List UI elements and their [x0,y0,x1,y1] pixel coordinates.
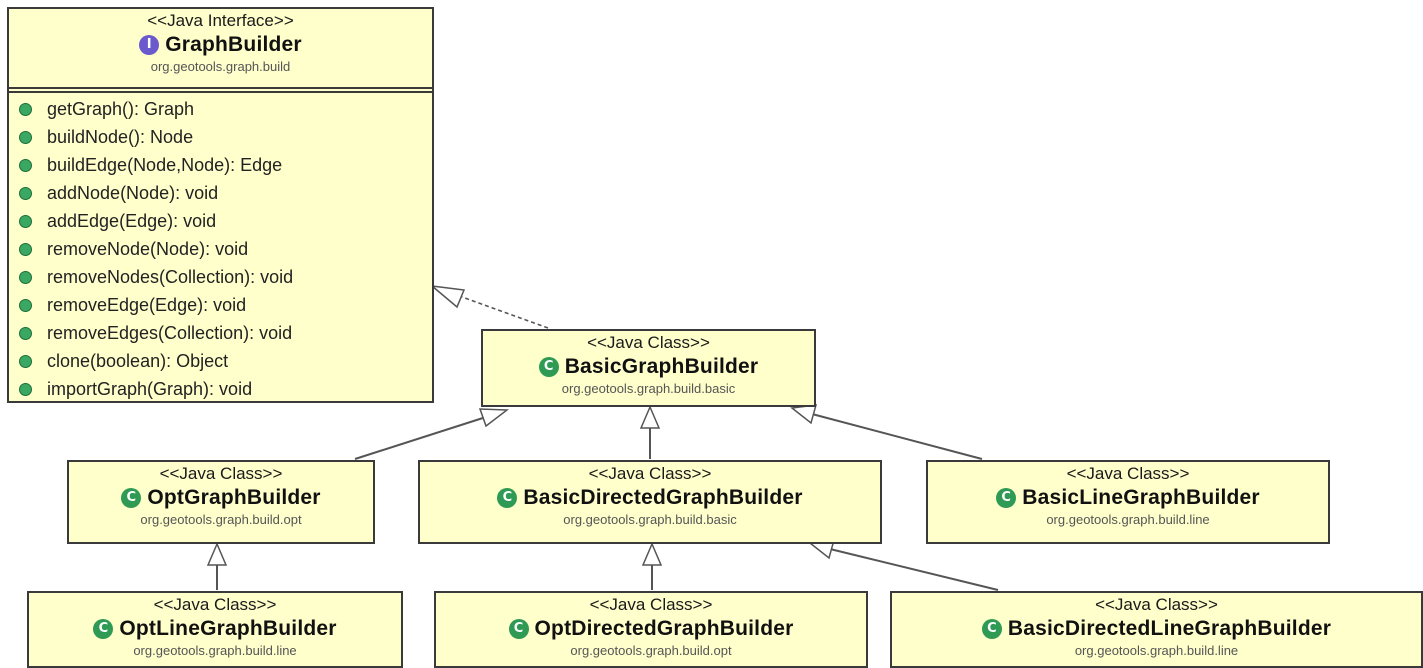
package-label: org.geotools.graph.build.basic [561,381,736,396]
stereotype-label: <<Java Class>> [159,464,283,483]
class-optdirectedgraphbuilder[interactable]: <<Java Class>> C OptDirectedGraphBuilder… [434,591,868,668]
public-method-icon [19,354,32,368]
method-item[interactable]: addNode(Node): void [9,179,432,207]
class-icon: C [93,619,114,639]
method-signature: removeNodes(Collection): void [47,266,294,287]
class-name: GraphBuilder [165,33,302,56]
method-item[interactable]: removeEdges(Collection): void [9,319,432,347]
method-signature: removeEdges(Collection): void [47,322,293,343]
stereotype-label: <<Java Class>> [153,595,277,614]
class-name: BasicLineGraphBuilder [1022,486,1260,509]
package-label: org.geotools.graph.build.opt [140,512,302,527]
stereotype-label: <<Java Class>> [589,595,713,614]
method-item[interactable]: removeNodes(Collection): void [9,263,432,291]
class-name: BasicDirectedLineGraphBuilder [1007,617,1332,640]
public-method-icon [19,158,32,172]
public-method-icon [19,326,32,340]
class-icon: C [508,619,529,639]
class-icon: C [538,357,559,377]
stereotype-label: <<Java Class>> [1066,464,1190,483]
method-signature: buildEdge(Node,Node): Edge [47,154,283,175]
class-optlinegraphbuilder[interactable]: <<Java Class>> C OptLineGraphBuilder org… [27,591,403,668]
method-item[interactable]: importGraph(Graph): void [9,375,432,403]
public-method-icon [19,382,32,396]
realization-edge [450,292,549,329]
method-list: getGraph(): Graph buildNode(): Node buil… [9,95,432,403]
method-item[interactable]: clone(boolean): Object [9,347,432,375]
method-signature: getGraph(): Graph [47,98,195,119]
package-label: org.geotools.graph.build.line [1074,643,1239,658]
method-signature: addEdge(Edge): void [47,210,217,231]
class-basicgraphbuilder[interactable]: <<Java Class>> C BasicGraphBuilder org.g… [481,329,816,407]
method-signature: importGraph(Graph): void [47,378,253,399]
package-label: org.geotools.graph.build.basic [563,512,737,527]
method-signature: removeEdge(Edge): void [47,294,247,315]
stereotype-label: <<Java Interface>> [147,11,294,30]
method-signature: addNode(Node): void [47,182,219,203]
compartment-divider [9,91,432,93]
generalization-edge [829,548,999,591]
realization-arrowhead [429,284,466,309]
class-icon: C [981,619,1002,639]
generalization-arrowhead [639,405,661,429]
stereotype-label: <<Java Class>> [1095,595,1218,614]
generalization-edge [354,416,487,460]
public-method-icon [19,186,32,200]
package-label: org.geotools.graph.build.line [133,643,297,658]
method-item[interactable]: addEdge(Edge): void [9,207,432,235]
class-name: OptGraphBuilder [147,486,321,509]
interface-graphbuilder[interactable]: <<Java Interface>> I GraphBuilder org.ge… [7,7,434,403]
class-name: OptDirectedGraphBuilder [534,617,794,640]
public-method-icon [19,214,32,228]
public-method-icon [19,298,32,312]
class-basicdirectedlinegraphbuilder[interactable]: <<Java Class>> C BasicDirectedLineGraphB… [890,591,1423,668]
method-item[interactable]: buildNode(): Node [9,123,432,151]
stereotype-label: <<Java Class>> [587,333,710,352]
class-basicdirectedgraphbuilder[interactable]: <<Java Class>> C BasicDirectedGraphBuild… [418,460,882,544]
generalization-edge [811,413,983,460]
class-basiclinegraphbuilder[interactable]: <<Java Class>> C BasicLineGraphBuilder o… [926,460,1330,544]
class-optgraphbuilder[interactable]: <<Java Class>> C OptGraphBuilder org.geo… [67,460,375,544]
generalization-arrowhead [478,408,510,428]
stereotype-label: <<Java Class>> [588,464,712,483]
public-method-icon [19,242,32,256]
method-signature: removeNode(Node): void [47,238,249,259]
method-signature: clone(boolean): Object [47,350,229,371]
package-label: org.geotools.graph.build.line [1046,512,1210,527]
public-method-icon [19,270,32,284]
package-label: org.geotools.graph.build [150,59,291,74]
method-item[interactable]: buildEdge(Node,Node): Edge [9,151,432,179]
class-icon: C [996,488,1017,508]
interface-icon: I [139,35,160,55]
generalization-arrowhead [641,542,663,566]
public-method-icon [19,102,32,116]
class-name: BasicDirectedGraphBuilder [523,486,803,509]
class-icon: C [121,488,142,508]
method-signature: buildNode(): Node [47,126,194,147]
class-name: BasicGraphBuilder [564,355,759,378]
class-name: OptLineGraphBuilder [119,617,337,640]
method-item[interactable]: removeNode(Node): void [9,235,432,263]
generalization-arrowhead [790,404,818,425]
class-icon: C [497,488,518,508]
public-method-icon [19,130,32,144]
generalization-arrowhead [206,542,228,566]
package-label: org.geotools.graph.build.opt [570,643,732,658]
compartment-divider [9,87,432,89]
method-item[interactable]: removeEdge(Edge): void [9,291,432,319]
method-item[interactable]: getGraph(): Graph [9,95,432,123]
